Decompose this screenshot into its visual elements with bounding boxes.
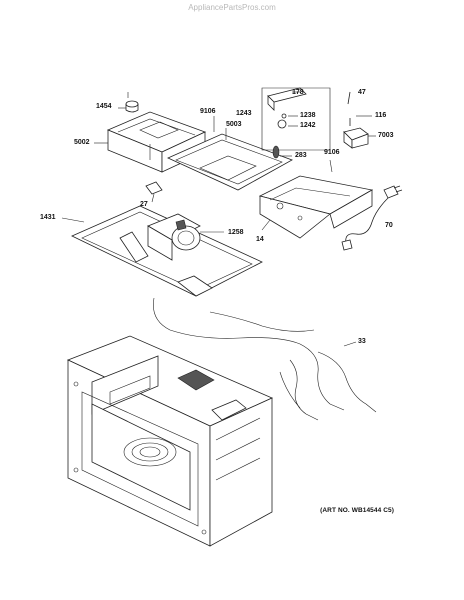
watermark: AppliancePartsPros.com [188,3,276,12]
callout-33: 33 [358,338,366,345]
callout-27: 27 [140,201,148,208]
callout-7003: 7003 [378,132,394,139]
part-5003-drawing [167,116,293,191]
callout-283: 283 [295,152,307,159]
callout-9106-right: 9106 [324,149,340,156]
part-14-bracket-drawing [258,159,374,239]
callout-1243: 1243 [236,110,252,117]
callout-116: 116 [375,112,387,119]
part-70-power-cord-drawing [341,185,403,251]
art-number: (ART NO. WB14544 C5) [320,507,394,514]
part-33-wire-harness-drawing [153,297,377,421]
part-1454-drawing [118,92,139,113]
callout-5003: 5003 [226,121,242,128]
callout-178: 178 [292,89,304,96]
callout-47: 47 [358,89,366,96]
callout-1431: 1431 [40,214,56,221]
chassis-cavity-drawing [66,335,273,547]
callout-9106-top: 9106 [200,108,216,115]
callout-1242: 1242 [300,122,316,129]
callout-5002: 5002 [74,139,90,146]
callout-1238: 1238 [300,112,316,119]
callout-14: 14 [256,236,264,243]
callout-1258: 1258 [228,229,244,236]
part-1258-blower-drawing [147,213,224,261]
callout-1454: 1454 [96,103,112,110]
callout-70: 70 [385,222,393,229]
part-7003-group-drawing [343,91,376,149]
part-27-drawing [145,181,163,203]
part-1243-group-drawing [261,87,331,159]
